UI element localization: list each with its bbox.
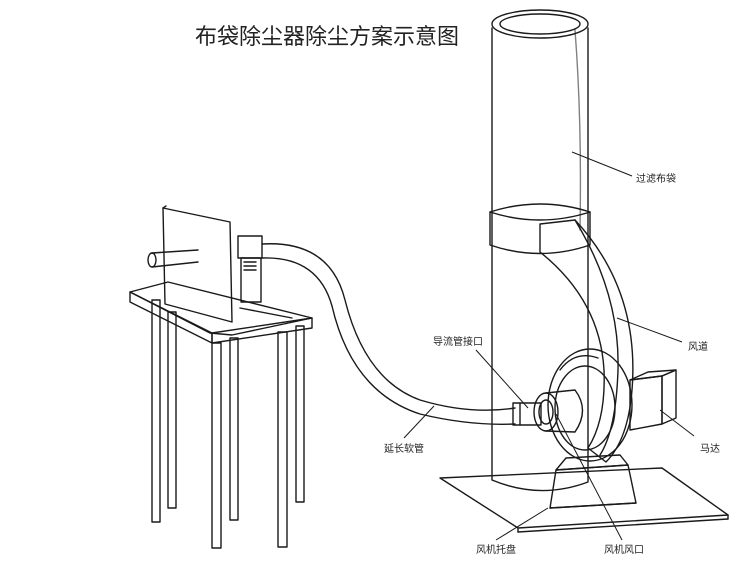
- base-plate: [439, 467, 729, 533]
- diagram-title: 布袋除尘器除尘方案示意图: [195, 25, 459, 50]
- label-extension-hose: 延长软管: [384, 442, 424, 455]
- fan-housing: [547, 348, 633, 462]
- label-motor: 马达: [700, 443, 720, 455]
- collar-ring: [489, 203, 591, 255]
- guide-pipe-joint: [512, 402, 542, 426]
- fan-tray-stand: [549, 454, 637, 509]
- label-fan-outlet: 风机风口: [604, 543, 644, 556]
- label-filter-bag: 过滤布袋: [636, 172, 676, 185]
- elbow-fitting: [237, 235, 263, 303]
- work-panel: [147, 205, 233, 323]
- motor-box: [629, 369, 677, 431]
- label-fan-tray: 风机托盘: [476, 543, 516, 556]
- annotations: 过滤布袋 风道 马达 导流管接口 延长软管 风机托盘 风机风口: [384, 151, 720, 556]
- filter-bag-column: [491, 9, 589, 492]
- fan-outlet-nozzle: [533, 389, 584, 433]
- workbench-table: [129, 281, 313, 549]
- label-air-duct: 风道: [688, 340, 708, 353]
- label-guide-pipe-joint: 导流管接口: [433, 335, 483, 348]
- extension-hose: [261, 243, 516, 425]
